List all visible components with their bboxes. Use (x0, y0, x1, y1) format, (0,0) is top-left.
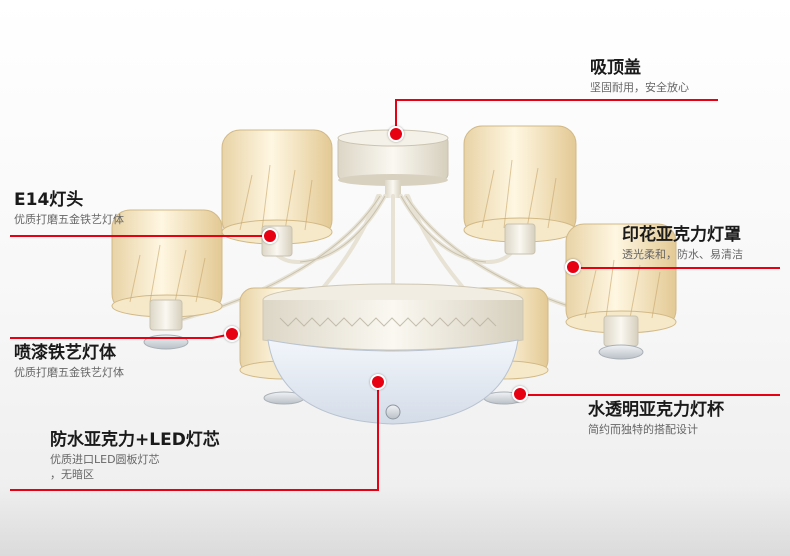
callout-lampshade: 印花亚克力灯罩 透光柔和，防水、易清洁 (622, 225, 743, 262)
callout-title: 喷漆铁艺灯体 (14, 343, 116, 363)
callout-desc: 优质打磨五金铁艺灯体 (14, 213, 124, 226)
callout-desc: 透光柔和，防水、易清洁 (622, 248, 743, 261)
callout-lines (10, 99, 780, 491)
callout-desc: ，无暗区 (50, 468, 94, 481)
marker-dot-iron-body (224, 326, 240, 342)
callout-desc: 优质打磨五金铁艺灯体 (14, 366, 124, 379)
callout-top-cover: 吸顶盖 坚固耐用，安全放心 (590, 58, 689, 95)
callout-desc: 优质进口LED圆板灯芯 (50, 453, 160, 466)
shade-outer-right (565, 223, 677, 360)
marker-dot-led-core (370, 374, 386, 390)
callout-title: 印花亚克力灯罩 (622, 225, 741, 245)
marker-dot-top-cover (388, 126, 404, 142)
callout-title: 防水亚克力+LED灯芯 (50, 430, 220, 450)
callout-title: 水透明亚克力灯杯 (588, 400, 724, 420)
shade-outer-left (111, 209, 223, 350)
callout-lamp-holder: E14灯头 优质打磨五金铁艺灯体 (14, 190, 124, 227)
marker-dot-lamp-holder (262, 228, 278, 244)
shade-back-right (463, 125, 577, 255)
callout-cup: 水透明亚克力灯杯 简约而独特的搭配设计 (588, 400, 724, 437)
marker-dot-lampshade (565, 259, 581, 275)
callout-title: E14灯头 (14, 190, 84, 210)
floor-shadow (0, 486, 790, 556)
callout-desc: 简约而独特的搭配设计 (588, 423, 698, 436)
central-dome (262, 283, 524, 425)
callout-desc: 坚固耐用，安全放心 (590, 81, 689, 94)
callout-iron-body: 喷漆铁艺灯体 优质打磨五金铁艺灯体 (14, 343, 124, 380)
callout-title: 吸顶盖 (590, 58, 641, 78)
marker-dot-cup (512, 386, 528, 402)
callout-led-core: 防水亚克力+LED灯芯 优质进口LED圆板灯芯 ，无暗区 (50, 430, 220, 482)
